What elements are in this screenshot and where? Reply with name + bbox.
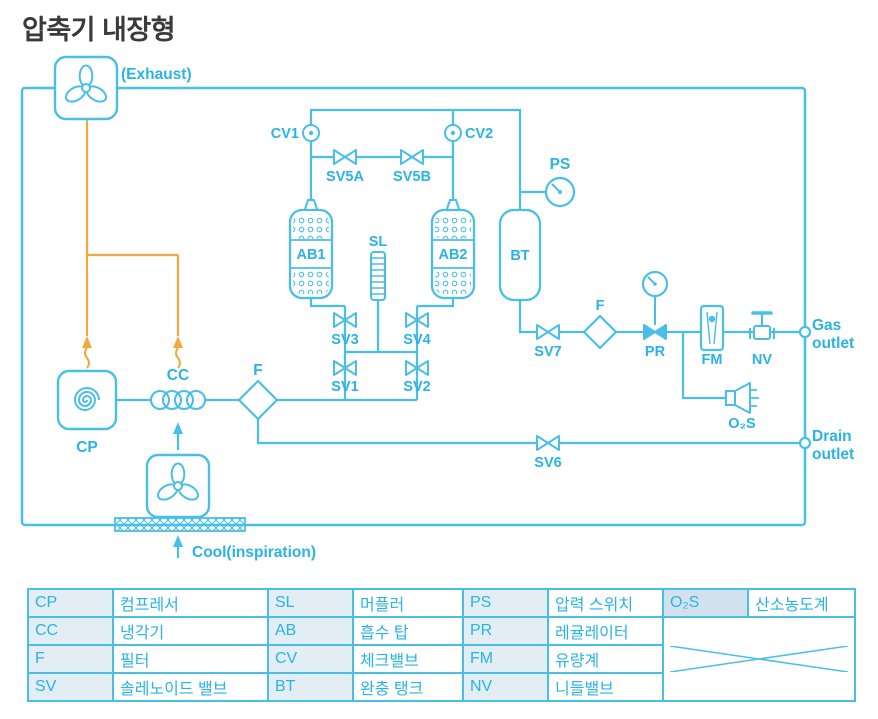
legend-desc-f: 필터	[112, 644, 269, 674]
legend-desc-nv: 니들밸브	[547, 672, 664, 702]
air-inlet-grille	[114, 517, 246, 532]
label-fm: FM	[702, 352, 723, 368]
enclosure-border	[20, 86, 807, 527]
label-cp: CP	[76, 439, 98, 456]
label-sv7: SV7	[534, 344, 561, 360]
heat-arrow-cc	[173, 336, 183, 369]
cool-fan	[145, 453, 211, 519]
legend-desc-ps: 압력 스위치	[547, 588, 664, 618]
legend-abbr-cc: CC	[27, 616, 114, 646]
label-sv4: SV4	[403, 332, 430, 348]
label-sv3: SV3	[331, 332, 358, 348]
label-sl: SL	[369, 234, 388, 250]
label-cv1: CV1	[271, 126, 299, 142]
legend-row: CC 냉각기 AB 흡수 탑 PR 레귤레이터	[27, 616, 856, 702]
label-f-main: F	[253, 362, 262, 379]
valve-sv5b	[400, 149, 424, 165]
legend-desc-sl: 머플러	[352, 588, 464, 618]
cool-air-arrow	[173, 535, 183, 558]
compressor-cp	[56, 369, 118, 431]
exhaust-fan	[53, 55, 119, 121]
legend-abbr-cp: CP	[27, 588, 114, 618]
drain-outlet-label-1: Drain	[812, 428, 852, 445]
heat-arrow-cp	[82, 336, 92, 369]
legend-desc-o2s: 산소농도계	[747, 588, 856, 618]
legend-abbr-bt: BT	[267, 672, 354, 702]
label-cc: CC	[167, 367, 189, 384]
label-sv2: SV2	[403, 379, 430, 395]
legend-desc-cv: 체크밸브	[352, 644, 464, 674]
legend-desc-pr: 레귤레이터	[547, 616, 664, 646]
buffer-tank-bt	[498, 208, 542, 302]
pressure-switch-ps	[544, 176, 576, 208]
page-title: 압축기 내장형	[22, 15, 176, 45]
legend-abbr-pr: PR	[462, 616, 549, 646]
flow-meter-fm	[699, 304, 725, 352]
label-nv: NV	[752, 352, 772, 368]
oxygen-sensor-o2s	[725, 382, 759, 414]
scroll-spiral-icon	[73, 387, 100, 411]
valve-sv6	[536, 435, 560, 451]
adsorber-ab2	[430, 199, 476, 300]
label-pr: PR	[645, 344, 666, 360]
label-o2s: O₂S	[728, 416, 756, 432]
legend-abbr-fm: FM	[462, 644, 549, 674]
valve-sv7	[536, 324, 560, 340]
gas-outlet-label-1: Gas	[812, 317, 841, 334]
drain-outlet-label-2: outlet	[812, 446, 854, 463]
legend-row: F 필터 CV 체크밸브 FM 유량계	[27, 644, 855, 674]
label-ab1: AB1	[296, 247, 325, 263]
filter-f-main	[237, 379, 279, 421]
muffler-sl	[370, 251, 386, 301]
check-valve-cv1	[302, 124, 320, 142]
label-ps: PS	[550, 156, 571, 173]
legend-table: CP 컴프레서 SL 머플러 PS 압력 스위치 O₂S 산소농도계 CC 냉각…	[27, 588, 856, 702]
legend-empty-cell	[662, 616, 856, 702]
label-f-outlet: F	[596, 298, 605, 314]
label-ab2: AB2	[438, 247, 467, 263]
heat-duct-lines	[85, 119, 180, 336]
cross-icon	[670, 646, 848, 672]
label-sv5b: SV5B	[393, 169, 431, 185]
legend-desc-ab: 흡수 탑	[352, 616, 464, 646]
fan-to-cooler-arrow	[173, 422, 183, 450]
legend-abbr-ps: PS	[462, 588, 549, 618]
label-sv1: SV1	[331, 379, 358, 395]
legend-desc-cp: 컴프레서	[112, 588, 269, 618]
legend-row: SV 솔레노이드 밸브 BT 완충 탱크 NV 니들밸브	[27, 672, 855, 702]
label-bt: BT	[510, 248, 529, 264]
legend-desc-fm: 유량계	[547, 644, 664, 674]
gas-outlet-port	[798, 325, 812, 339]
legend-abbr-ab: AB	[267, 616, 354, 646]
check-valve-cv2	[444, 124, 462, 142]
needle-valve-nv	[749, 311, 775, 340]
filter-f-outlet	[582, 314, 618, 350]
legend-abbr-sl: SL	[267, 588, 354, 618]
legend-abbr-nv: NV	[462, 672, 549, 702]
legend-desc-sv: 솔레노이드 밸브	[112, 672, 269, 702]
cooler-cc	[149, 389, 207, 411]
label-cv2: CV2	[465, 126, 493, 142]
cool-label: Cool(inspiration)	[192, 544, 316, 561]
legend-row: CP 컴프레서 SL 머플러 PS 압력 스위치 O₂S 산소농도계	[27, 588, 856, 618]
schematic-svg: (Exhaust) CV1 CV2 SV5A SV5B PS AB1 AB2 S…	[20, 55, 854, 561]
valve-sv5a	[333, 149, 357, 165]
legend-abbr-sv: SV	[27, 672, 114, 702]
exhaust-label: (Exhaust)	[121, 66, 192, 83]
drain-outlet-port	[798, 436, 812, 450]
legend-abbr-o2s: O₂S	[662, 588, 749, 618]
label-sv6: SV6	[534, 455, 561, 471]
legend-abbr-cv: CV	[267, 644, 354, 674]
legend-desc-bt: 완충 탱크	[352, 672, 464, 702]
label-sv5a: SV5A	[326, 169, 364, 185]
regulator-pr	[641, 270, 669, 340]
legend-abbr-f: F	[27, 644, 114, 674]
legend-desc-cc: 냉각기	[112, 616, 269, 646]
gas-outlet-label-2: outlet	[812, 335, 854, 352]
adsorber-ab1	[288, 199, 334, 300]
